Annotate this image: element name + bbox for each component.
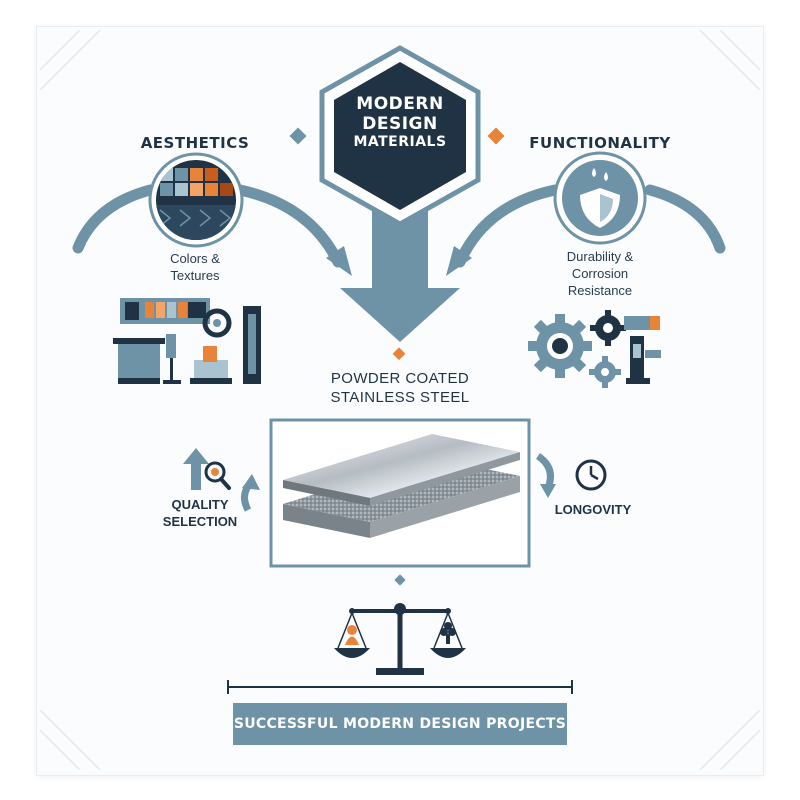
shield-droplet-icon [553, 151, 647, 245]
right-inner-arrowhead [446, 246, 472, 276]
industrial-equipment-icon [113, 298, 261, 384]
functionality-caption-line: Resistance [567, 282, 633, 298]
aesthetics-heading: AESTHETICS [140, 134, 250, 152]
timeline-bar [227, 680, 573, 694]
diamond-marker [394, 574, 406, 586]
left-inner-curve-arrow [234, 184, 344, 268]
functionality-caption: Durability & Corrosion Resistance [530, 249, 670, 300]
balance-scale-icon [334, 603, 466, 675]
steel-panel-frame [269, 418, 531, 568]
aesthetics-caption-line: Textures [170, 267, 220, 283]
magnifier-icon [204, 461, 231, 490]
quality-up-arrow [183, 448, 209, 490]
hub-subtitle: MATERIALS [353, 134, 447, 151]
gears-icon [528, 310, 661, 388]
color-texture-swatch-icon [148, 152, 244, 248]
left-inner-arrowhead [326, 246, 352, 276]
longevity-label: LONGOVITY [554, 502, 632, 517]
hub-label: MODERN DESIGN MATERIALS [330, 94, 470, 151]
quality-label-line: QUALITY [171, 497, 229, 512]
aesthetics-caption: Colors & Textures [130, 251, 260, 285]
quality-selection-label: QUALITY SELECTION [150, 497, 250, 531]
aesthetics-caption-line: Colors & [170, 251, 220, 266]
left-curve-arrow [72, 184, 156, 254]
material-title-line: STAINLESS STEEL [330, 388, 470, 406]
functionality-caption-line: Durability & [566, 249, 634, 264]
clock-icon [575, 459, 607, 491]
diamond-marker [487, 127, 505, 145]
right-curve-arrow [644, 184, 726, 254]
diamond-marker [392, 347, 406, 361]
functionality-heading: FUNCTIONALITY [529, 134, 671, 152]
central-down-arrow [340, 210, 460, 342]
quality-label-line: SELECTION [162, 513, 238, 529]
material-title: POWDER COATED STAINLESS STEEL [290, 370, 510, 408]
hub-title: MODERN DESIGN [356, 94, 444, 134]
longevity-curve-arrow [535, 453, 554, 490]
hub-hexagon [319, 45, 481, 227]
right-inner-curve-arrow [454, 184, 561, 268]
functionality-caption-line: Corrosion [571, 265, 629, 281]
polished-layer [283, 434, 520, 498]
diamond-marker [289, 127, 307, 145]
footer-banner: SUCCESSFUL MODERN DESIGN PROJECTS [233, 703, 567, 745]
corner-decoration [39, 29, 761, 771]
material-title-line: POWDER COATED [330, 370, 470, 387]
